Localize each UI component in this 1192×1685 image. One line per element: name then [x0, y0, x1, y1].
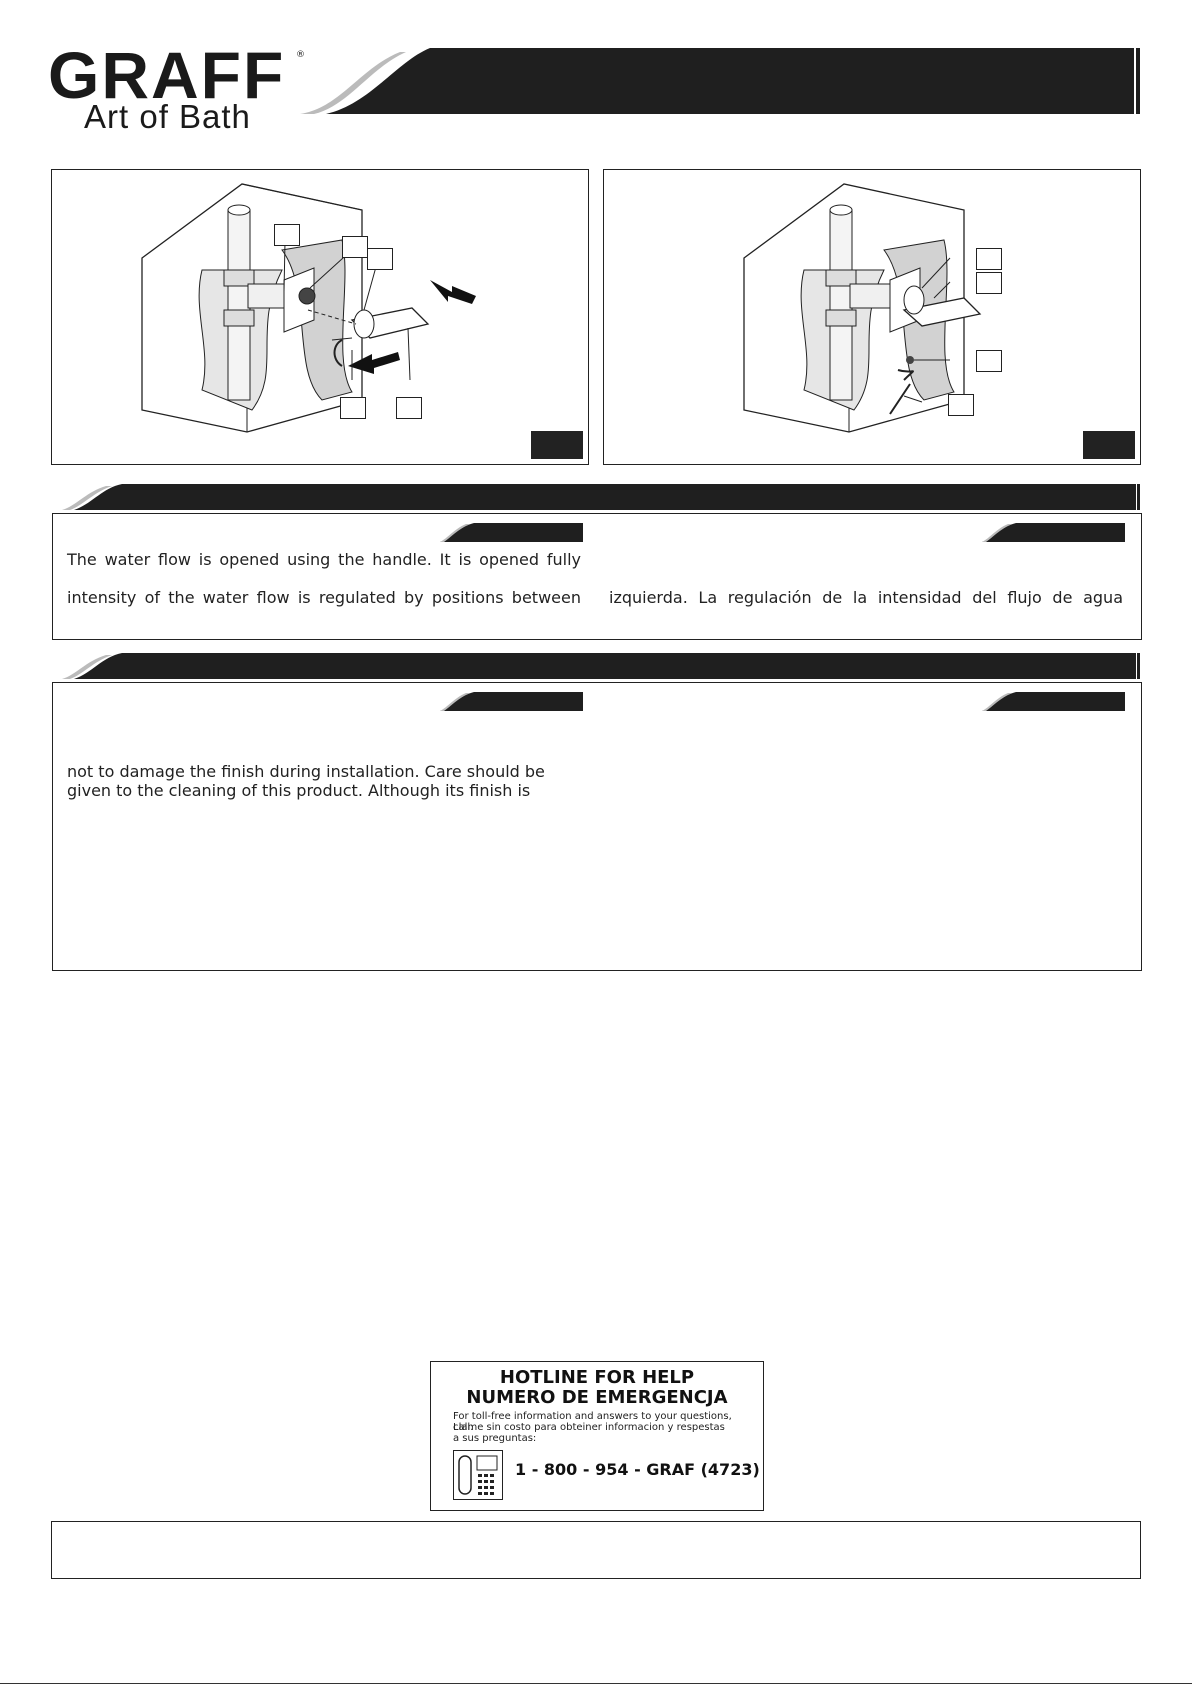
section-heading-bar [62, 653, 1140, 679]
care-text-english: not to damage the finish during installa… [67, 762, 545, 800]
operation-text-spanish: izquierda. La regulación de la intensida… [609, 588, 1123, 607]
hotline-box: HOTLINE FOR HELP NUMERO DE EMERGENCJA Fo… [430, 1361, 764, 1511]
handle-installation-diagram-icon [141, 183, 476, 433]
operation-text-english: The water flow is opened using the handl… [67, 550, 581, 607]
language-tab-spanish [982, 692, 1125, 711]
hotline-phone-number: 1 - 800 - 954 - GRAF (4723) [515, 1460, 760, 1479]
figure-handle-screw [603, 169, 1141, 465]
callout-box [976, 272, 1002, 294]
callout-box [367, 248, 393, 270]
figure-number-tag [531, 431, 583, 459]
language-tab-english [440, 692, 583, 711]
hotline-info-spanish: Llame sin costo para obteiner informacio… [453, 1422, 725, 1433]
brand-logo: GRAFF [48, 38, 286, 112]
section-heading-bar [62, 484, 1140, 510]
header-banner [300, 48, 1140, 114]
language-tab-spanish [982, 523, 1125, 542]
footer-box [51, 1521, 1141, 1579]
hotline-title-english: HOTLINE FOR HELP [499, 1367, 695, 1388]
page-bottom-rule [0, 1683, 1192, 1684]
callout-box [948, 394, 974, 416]
registered-mark: ® [296, 50, 305, 60]
figure-handle-installation [51, 169, 589, 465]
hotline-info-english: For toll-free information and answers to… [453, 1411, 732, 1433]
callout-box [976, 350, 1002, 372]
care-panel: not to damage the finish during installa… [52, 682, 1142, 971]
language-tab-english [440, 523, 583, 542]
telephone-keypad-icon [453, 1450, 503, 1500]
hotline-info-spanish-2: a sus preguntas: [453, 1433, 537, 1444]
brand-tagline: Art of Bath [84, 98, 251, 135]
callout-box [396, 397, 422, 419]
operation-panel: The water flow is opened using the handl… [52, 513, 1142, 640]
callout-box [342, 236, 368, 258]
callout-box [274, 224, 300, 246]
callout-box [340, 397, 366, 419]
hotline-title-spanish: NUMERO DE EMERGENCJA [466, 1387, 728, 1408]
figure-number-tag [1083, 431, 1135, 459]
callout-box [976, 248, 1002, 270]
handle-screw-diagram-icon [743, 183, 982, 433]
